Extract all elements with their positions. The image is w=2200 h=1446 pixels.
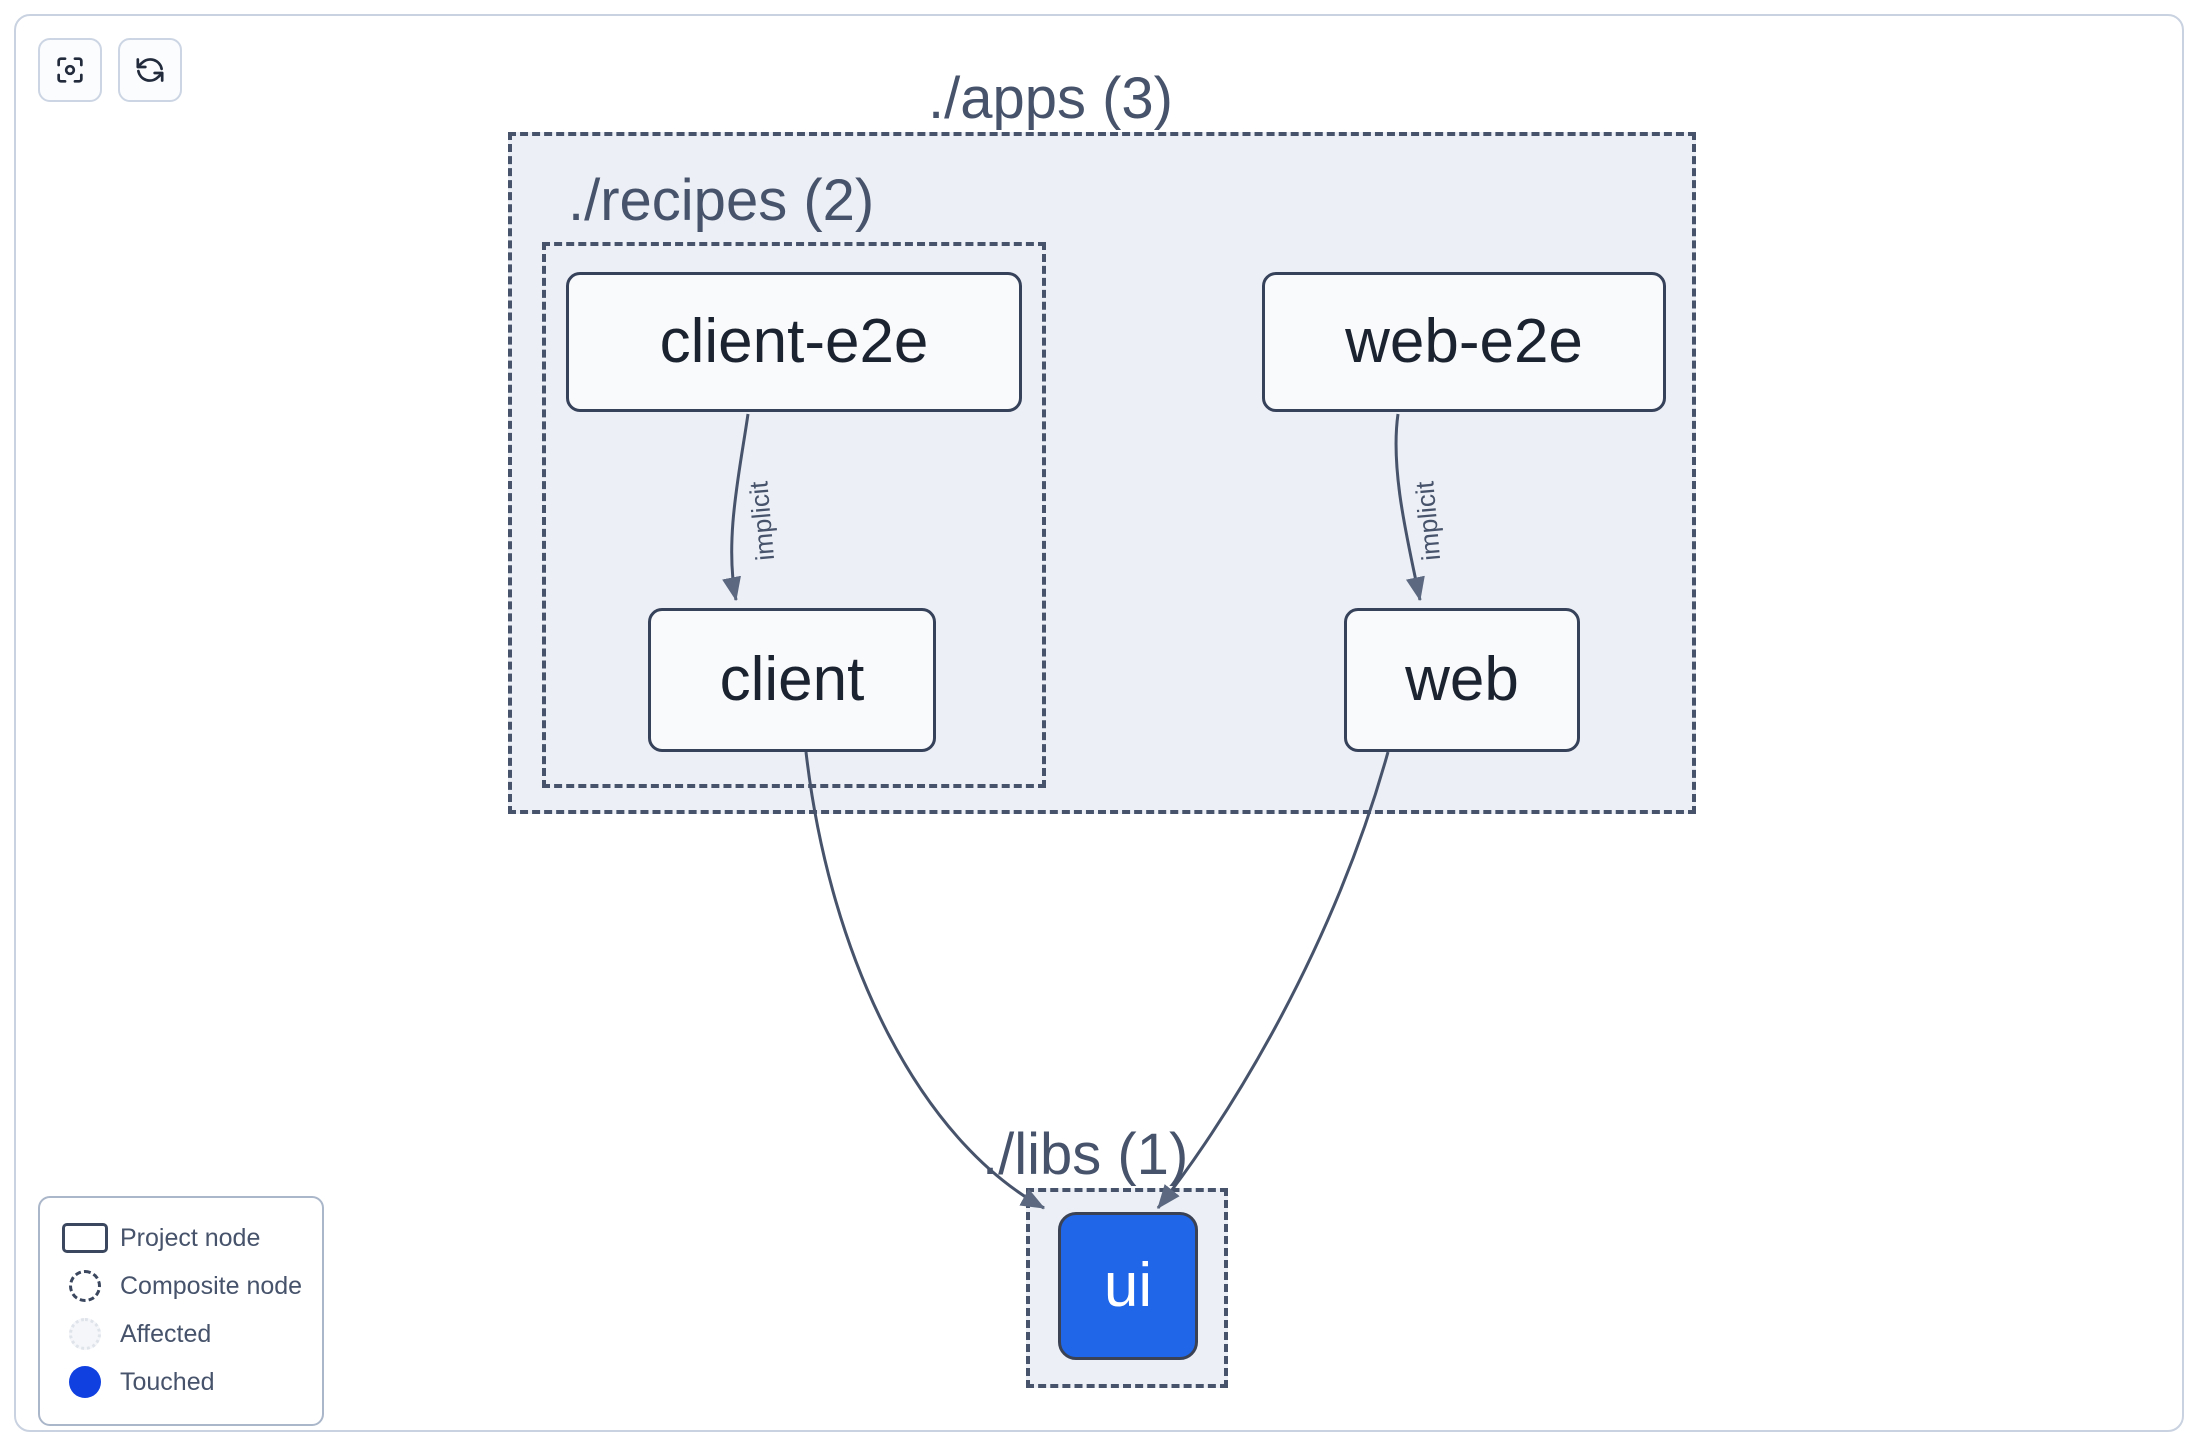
touched-swatch xyxy=(58,1366,112,1398)
group-label-libs: ./libs (1) xyxy=(982,1122,1189,1187)
legend-item-touched: Touched xyxy=(58,1358,304,1406)
legend-item-label: Affected xyxy=(120,1319,212,1348)
legend-item-label: Composite node xyxy=(120,1271,303,1300)
affected-swatch xyxy=(58,1318,112,1350)
affected-swatch-shape xyxy=(69,1318,101,1350)
edge-web-e2e->web xyxy=(1394,413,1425,602)
project-node-label: web-e2e xyxy=(1345,307,1583,376)
group-label-recipes: ./recipes (2) xyxy=(568,168,875,233)
legend-item-label: Project node xyxy=(120,1223,261,1252)
project-node-web-e2e[interactable]: web-e2e xyxy=(1262,272,1666,412)
project-node-ui[interactable]: ui xyxy=(1058,1212,1198,1360)
project-node-label: client-e2e xyxy=(659,307,929,376)
refresh-icon xyxy=(133,53,167,87)
legend-item-project-node: Project node xyxy=(58,1214,304,1262)
refresh-graph-button[interactable] xyxy=(118,38,182,102)
edge-client->ui xyxy=(804,751,1046,1210)
project-node-label: client xyxy=(719,645,865,714)
composite-node-swatch-shape xyxy=(69,1270,101,1302)
project-node-label: ui xyxy=(1103,1251,1153,1320)
edge-client-e2e->client xyxy=(722,413,750,602)
project-node-web[interactable]: web xyxy=(1344,608,1580,752)
focus-scan-icon xyxy=(53,53,87,87)
legend-item-affected: Affected xyxy=(58,1310,304,1358)
graph-toolbar xyxy=(38,38,182,102)
focus-graph-button[interactable] xyxy=(38,38,102,102)
legend-item-composite-node: Composite node xyxy=(58,1262,304,1310)
touched-swatch-shape xyxy=(69,1366,101,1398)
project-node-label: web xyxy=(1405,645,1519,714)
project-node-client-e2e[interactable]: client-e2e xyxy=(566,272,1022,412)
composite-node-swatch xyxy=(58,1270,112,1302)
edge-web->ui xyxy=(1156,751,1390,1209)
project-node-client[interactable]: client xyxy=(648,608,936,752)
project-node-swatch xyxy=(58,1223,112,1253)
legend-item-label: Touched xyxy=(120,1367,215,1396)
group-label-apps: ./apps (3) xyxy=(928,66,1173,131)
project-node-swatch-shape xyxy=(62,1223,108,1253)
